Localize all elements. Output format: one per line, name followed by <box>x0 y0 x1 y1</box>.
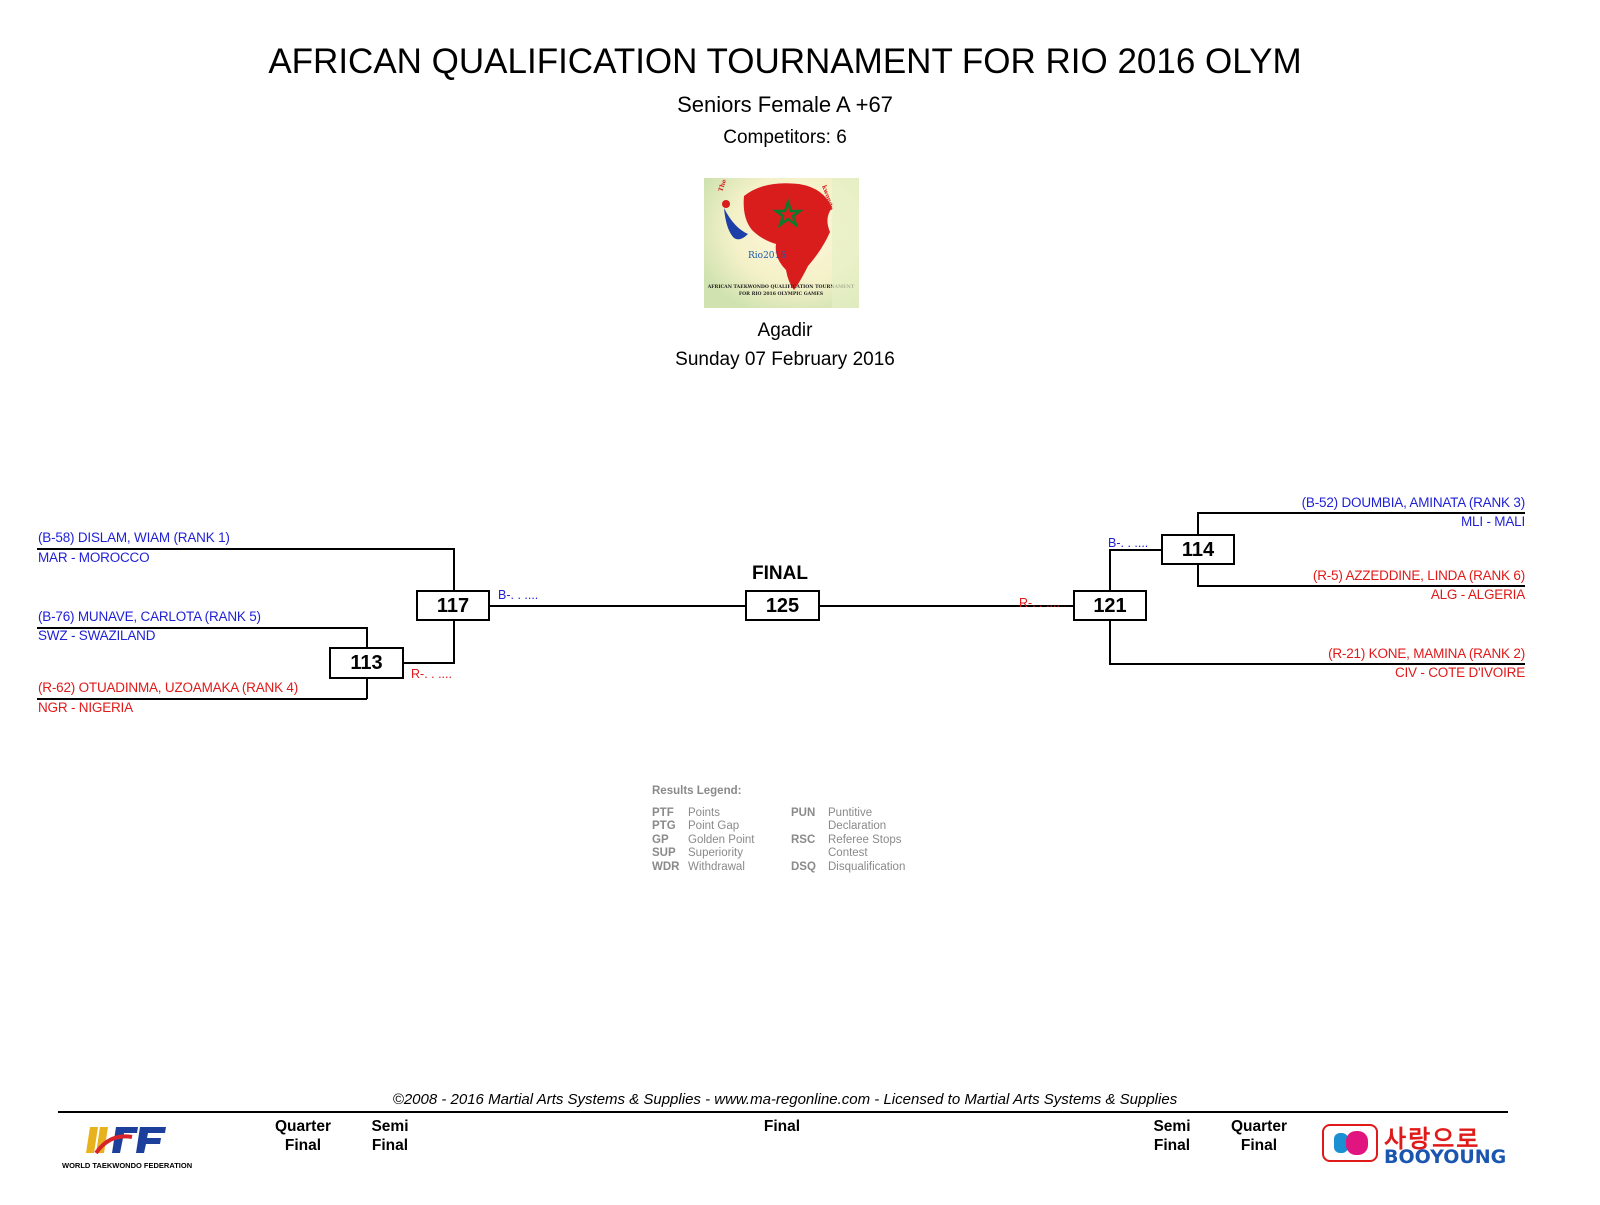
legend-code: SUP <box>652 847 676 860</box>
competitor-munave-name: (B-76) MUNAVE, CARLOTA (RANK 5) <box>38 609 261 624</box>
page-title: AFRICAN QUALIFICATION TOURNAMENT FOR RIO… <box>268 42 1302 81</box>
legend-desc: Puntitive <box>828 806 873 819</box>
legend-desc: Point Gap <box>688 820 740 833</box>
bracket-line <box>37 698 367 700</box>
competitor-munave-country: SWZ - SWAZILAND <box>38 628 156 643</box>
legend-desc: Disqualification <box>828 860 906 873</box>
bracket-line <box>1197 585 1525 587</box>
match-box-113[interactable]: 113 <box>329 647 404 679</box>
venue: Agadir <box>757 320 813 341</box>
result-121: R-. . .... <box>1019 596 1060 610</box>
category-subtitle: Seniors Female A +67 <box>677 92 893 117</box>
bracket-line <box>453 548 455 592</box>
legend-desc: Withdrawal <box>688 860 745 873</box>
competitor-doumbia-country: MLI - MALI <box>1460 514 1525 529</box>
competitor-azzeddine-country: ALG - ALGERIA <box>1430 587 1525 602</box>
bracket-line <box>37 627 367 629</box>
legend-code <box>791 847 828 861</box>
competitor-kone-country: CIV - COTE D'IVOIRE <box>1394 665 1525 680</box>
sponsor-logo: 사랑으로 BOOYOUNG <box>1322 1122 1512 1168</box>
bracket-line <box>1109 549 1161 551</box>
match-box-121[interactable]: 121 <box>1073 590 1147 621</box>
legend-row: GP Golden Point RSC Referee Stops <box>652 834 918 848</box>
bracket-line <box>37 548 454 550</box>
competitor-dislam-name: (B-58) DISLAM, WIAM (RANK 1) <box>38 530 230 545</box>
legend-row: PTG Point Gap Declaration <box>652 820 918 834</box>
legend-row: PTF Points PUN Puntitive <box>652 807 918 821</box>
bracket-line <box>1197 512 1525 514</box>
sponsor-korean-name: 사랑으로 <box>1384 1125 1481 1153</box>
poster-caption-1: AFRICAN TAEKWONDO QUALIFICATION TOURNAME… <box>707 284 855 290</box>
bracket-line <box>453 620 455 663</box>
legend-desc: Declaration <box>828 820 887 833</box>
result-113: R-. . .... <box>411 667 452 681</box>
sponsor-name: BOOYOUNG <box>1384 1146 1507 1168</box>
footer-copyright: ©2008 - 2016 Martial Arts Systems & Supp… <box>392 1091 1178 1108</box>
bracket-line <box>366 678 368 699</box>
competitor-kone-name: (R-21) KONE, MAMINA (RANK 2) <box>1328 646 1525 661</box>
bracket-line <box>490 605 745 607</box>
legend-row: WDR Withdrawal DSQ Disqualification <box>652 861 918 875</box>
poster-rio-text: Rio2016 <box>748 251 786 261</box>
legend-desc: Points <box>688 806 720 819</box>
legend-code: PTF <box>652 806 674 819</box>
legend-code: GP <box>652 833 669 846</box>
match-box-114[interactable]: 114 <box>1161 534 1235 565</box>
wtf-logo: WORLD TAEKWONDO FEDERATION <box>62 1123 202 1170</box>
legend-code: DSQ <box>791 860 816 873</box>
bracket-line <box>404 662 455 664</box>
event-date: Sunday 07 February 2016 <box>675 349 895 370</box>
bracket-line <box>1109 663 1525 665</box>
competitor-otuadinma-country: NGR - NIGERIA <box>38 700 133 715</box>
match-box-125[interactable]: 125 <box>745 590 820 621</box>
footer-divider <box>58 1111 1508 1113</box>
sponsor-icon <box>1322 1124 1378 1162</box>
round-label-sf-right: Semi Final <box>1153 1118 1191 1154</box>
bracket-line <box>1197 512 1199 534</box>
bracket-line <box>1197 564 1199 585</box>
round-label-final: Final <box>763 1118 801 1135</box>
round-label-qf-left: Quarter Final <box>275 1118 331 1154</box>
competitor-doumbia-name: (B-52) DOUMBIA, AMINATA (RANK 3) <box>1301 495 1526 510</box>
round-label-qf-right: Quarter Final <box>1231 1118 1287 1154</box>
legend-code: WDR <box>652 860 680 873</box>
match-box-117[interactable]: 117 <box>416 590 490 621</box>
competitor-azzeddine-name: (R-5) AZZEDDINE, LINDA (RANK 6) <box>1312 568 1525 583</box>
bracket-line <box>820 605 1075 607</box>
wtf-caption: WORLD TAEKWONDO FEDERATION <box>62 1161 193 1170</box>
competitor-dislam-country: MAR - MOROCCO <box>38 550 150 565</box>
legend-row: SUP Superiority Contest <box>652 847 918 861</box>
legend-title: Results Legend: <box>652 785 742 797</box>
bracket-line <box>1109 621 1111 663</box>
competitors-count: Competitors: 6 <box>723 127 847 148</box>
bracket-line <box>1109 549 1111 591</box>
legend-code: RSC <box>791 833 816 846</box>
legend-desc: Superiority <box>688 847 743 860</box>
poster-caption-2: FOR RIO 2016 OLYMPIC GAMES <box>739 291 824 297</box>
final-label: FINAL <box>752 563 808 584</box>
result-114: B-. . .... <box>1108 536 1149 550</box>
legend-desc: Referee Stops <box>828 833 902 846</box>
result-117: B-. . .... <box>498 588 539 602</box>
bracket-line <box>366 627 368 649</box>
round-label-sf-left: Semi Final <box>371 1118 409 1154</box>
tournament-poster: Rio2016 The Moro kwondo AFRICAN TAEKWOND… <box>704 160 859 308</box>
legend-desc: Golden Point <box>688 833 755 846</box>
legend-code: PTG <box>652 820 676 833</box>
competitor-otuadinma-name: (R-62) OTUADINMA, UZOAMAKA (RANK 4) <box>38 680 299 695</box>
legend-desc: Contest <box>828 847 868 860</box>
legend-code <box>791 820 828 834</box>
legend-code: PUN <box>791 806 816 819</box>
